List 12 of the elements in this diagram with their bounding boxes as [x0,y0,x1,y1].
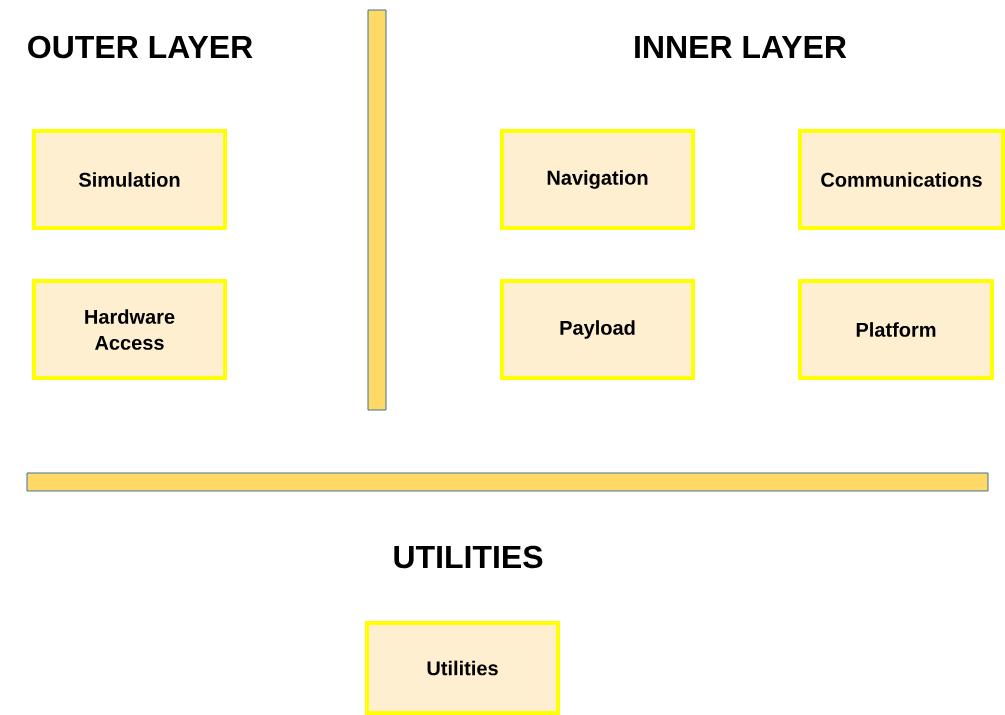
process-box: Simulation [32,129,227,230]
process-box: Navigation [500,129,695,230]
section-heading: OUTER LAYER [28,35,253,59]
process-box: Communications [798,129,1005,230]
divider-bar [367,9,387,411]
section-heading: UTILITIES [394,545,543,569]
process-box: Hardware Access [32,279,227,380]
process-box: Utilities [365,621,560,715]
process-box: Platform [798,279,994,380]
divider-bar [26,472,989,492]
process-box: Payload [500,279,695,380]
section-heading: INNER LAYER [635,36,847,58]
